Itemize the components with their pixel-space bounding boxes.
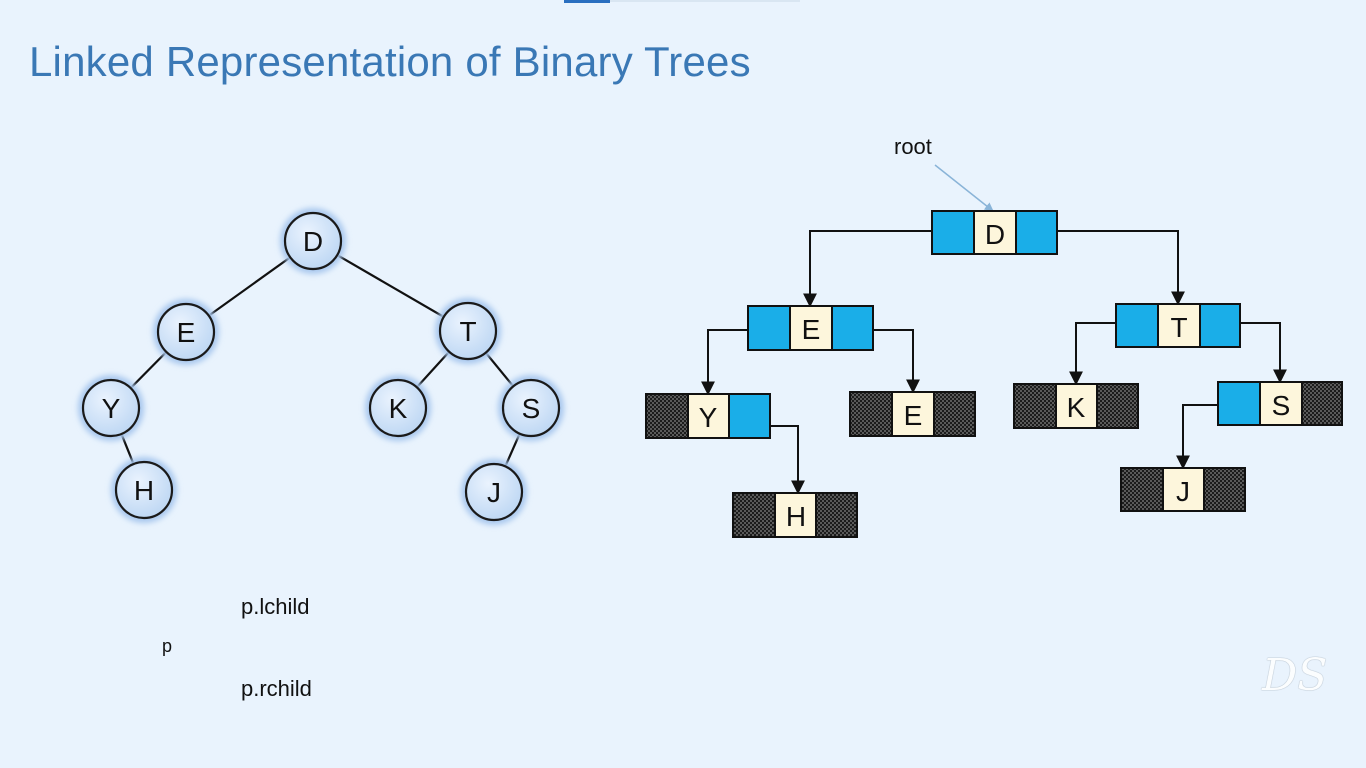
lchild-label: p.lchild <box>241 594 310 619</box>
svg-text:D: D <box>303 226 323 257</box>
top-accent-bar-light <box>610 0 800 2</box>
svg-text:S: S <box>522 393 541 424</box>
svg-text:E: E <box>802 314 821 345</box>
pointer-p-label: p <box>162 636 173 656</box>
svg-text:D: D <box>985 219 1005 250</box>
tree-node-d: D <box>280 208 346 274</box>
svg-text:H: H <box>134 475 154 506</box>
svg-text:T: T <box>1170 312 1187 343</box>
svg-text:J: J <box>1176 476 1190 507</box>
link-d-right <box>1036 230 1185 306</box>
linked-node-k: K <box>1013 383 1139 429</box>
pointer-links <box>701 230 1287 495</box>
svg-text:E: E <box>904 400 923 431</box>
tree-node-k: K <box>365 375 431 441</box>
svg-text:Y: Y <box>102 393 121 424</box>
svg-text:K: K <box>389 393 408 424</box>
tree-node-j: J <box>461 459 527 525</box>
svg-text:E: E <box>177 317 196 348</box>
ds-watermark-logo: DS <box>1262 650 1328 701</box>
tree-node-y: Y <box>78 375 144 441</box>
root-label: root <box>894 134 932 159</box>
svg-text:S: S <box>1272 390 1291 421</box>
linked-node-h: H <box>732 492 858 538</box>
linked-node-e: E <box>747 305 874 351</box>
tree-node-s: S <box>498 375 564 441</box>
linked-node-s: S <box>1217 381 1343 426</box>
root-pointer-arrow <box>934 164 994 212</box>
tree-edges <box>109 240 533 493</box>
svg-text:H: H <box>786 501 806 532</box>
tree-node-e: E <box>153 299 219 365</box>
tree-node-h: H <box>111 457 177 523</box>
svg-text:T: T <box>459 316 476 347</box>
link-d-left <box>803 230 953 308</box>
svg-text:Y: Y <box>699 402 718 433</box>
linked-node-d: D <box>931 210 1058 255</box>
linked-node-t: T <box>1115 303 1241 348</box>
svg-text:J: J <box>487 477 501 508</box>
linked-node-e-leaf: E <box>849 391 976 437</box>
svg-text:K: K <box>1067 392 1086 423</box>
tree-node-t: T <box>435 298 501 364</box>
linked-node-j: J <box>1120 467 1246 512</box>
linked-node-y: Y <box>645 393 771 439</box>
top-accent-bar <box>564 0 610 3</box>
rchild-label: p.rchild <box>241 676 312 701</box>
slide-title: Linked Representation of Binary Trees <box>29 38 751 85</box>
